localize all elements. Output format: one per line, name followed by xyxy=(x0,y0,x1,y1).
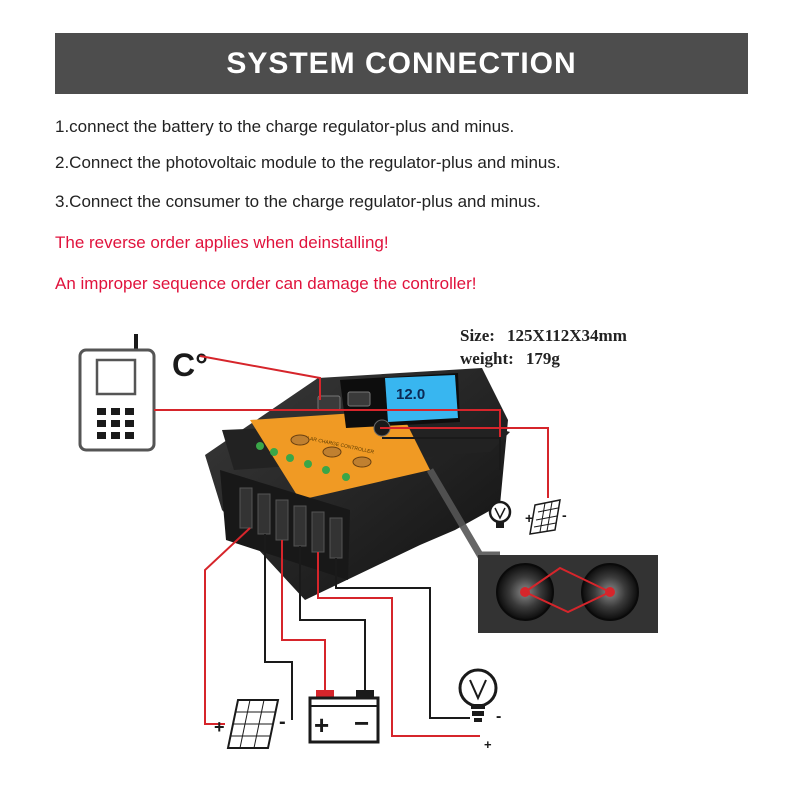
load-plus-label: + xyxy=(484,737,492,752)
battery-minus-label: − xyxy=(354,708,369,738)
small-pv-minus-label: - xyxy=(562,507,567,523)
spec-weight-value: 179g xyxy=(525,349,560,368)
light-bulb-icon xyxy=(458,668,498,722)
instruction-step-3: 3.Connect the consumer to the charge reg… xyxy=(55,192,541,211)
page-title: SYSTEM CONNECTION xyxy=(226,46,577,80)
small-bulb-icon xyxy=(488,500,512,528)
small-solar-panel-icon xyxy=(529,499,561,535)
charge-controller: SOLAR CHARGE CONTROLLER 12.0 xyxy=(205,368,510,600)
spec-size-value: 125X112X34mm xyxy=(506,326,627,345)
battery-icon xyxy=(308,690,380,744)
pv-minus-label: - xyxy=(279,711,286,733)
instruction-step-1: 1.connect the battery to the charge regu… xyxy=(55,117,515,136)
terminal-inset xyxy=(478,555,658,633)
temperature-symbol: C° xyxy=(172,347,208,383)
lcd-reading: 12.0 xyxy=(396,386,425,403)
spec-size-label: Size: xyxy=(460,326,495,345)
spec-weight-label: weight: xyxy=(460,349,514,368)
pv-plus-label: + xyxy=(214,717,225,737)
header-banner: SYSTEM CONNECTION xyxy=(55,33,748,94)
warning-reverse-order: The reverse order applies when deinstall… xyxy=(55,233,389,252)
solar-panel-icon xyxy=(226,699,280,749)
spec-size: Size: 125X112X34mm xyxy=(460,326,627,346)
instruction-step-2: 2.Connect the photovoltaic module to the… xyxy=(55,153,561,172)
spec-weight: weight: 179g xyxy=(460,349,560,369)
load-minus-label: - xyxy=(496,708,501,725)
panel-button-3[interactable] xyxy=(352,456,372,468)
warning-improper-sequence: An improper sequence order can damage th… xyxy=(55,274,477,293)
small-pv-plus-label: + xyxy=(525,510,533,526)
panel-button-1[interactable] xyxy=(290,434,310,446)
panel-button-2[interactable] xyxy=(322,446,342,458)
status-leds xyxy=(256,442,350,481)
battery-plus-label: + xyxy=(314,710,329,740)
phone-icon xyxy=(78,334,156,452)
